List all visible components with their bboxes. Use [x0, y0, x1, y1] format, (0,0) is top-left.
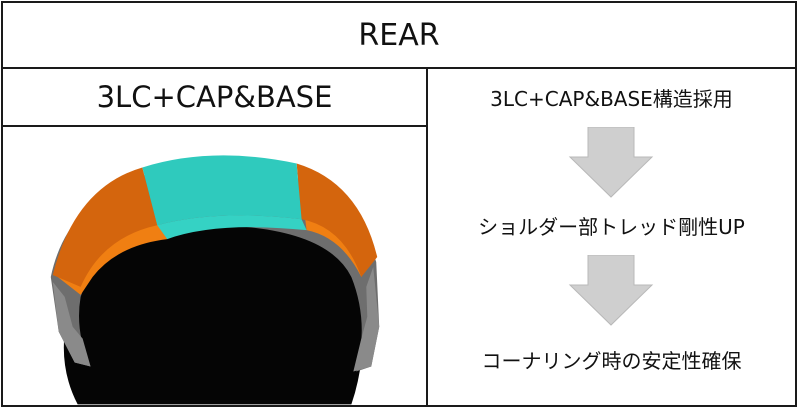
down-arrow-icon	[568, 255, 654, 326]
effect-flow: 3LC+CAP&BASE構造採用 ショルダー部トレッド剛性UP コーナリング時の…	[428, 69, 795, 405]
tire-cross-section-image	[3, 127, 428, 405]
step-2: ショルダー部トレッド剛性UP	[478, 215, 745, 239]
header-title: REAR	[3, 3, 795, 69]
tire-interior	[63, 221, 363, 405]
down-arrow-icon	[568, 127, 654, 198]
step-3: コーナリング時の安定性確保	[481, 349, 742, 373]
tire-cross-section-illustration	[50, 155, 380, 405]
tread-shoulder-left	[52, 167, 158, 287]
tread-center-cap	[142, 155, 302, 226]
right-bead	[353, 266, 380, 372]
tread-shoulder-right	[296, 163, 378, 277]
center-base-layer	[157, 215, 307, 240]
step-1: 3LC+CAP&BASE構造採用	[490, 87, 733, 111]
left-bead	[52, 281, 91, 367]
structure-title: 3LC+CAP&BASE	[3, 69, 428, 127]
